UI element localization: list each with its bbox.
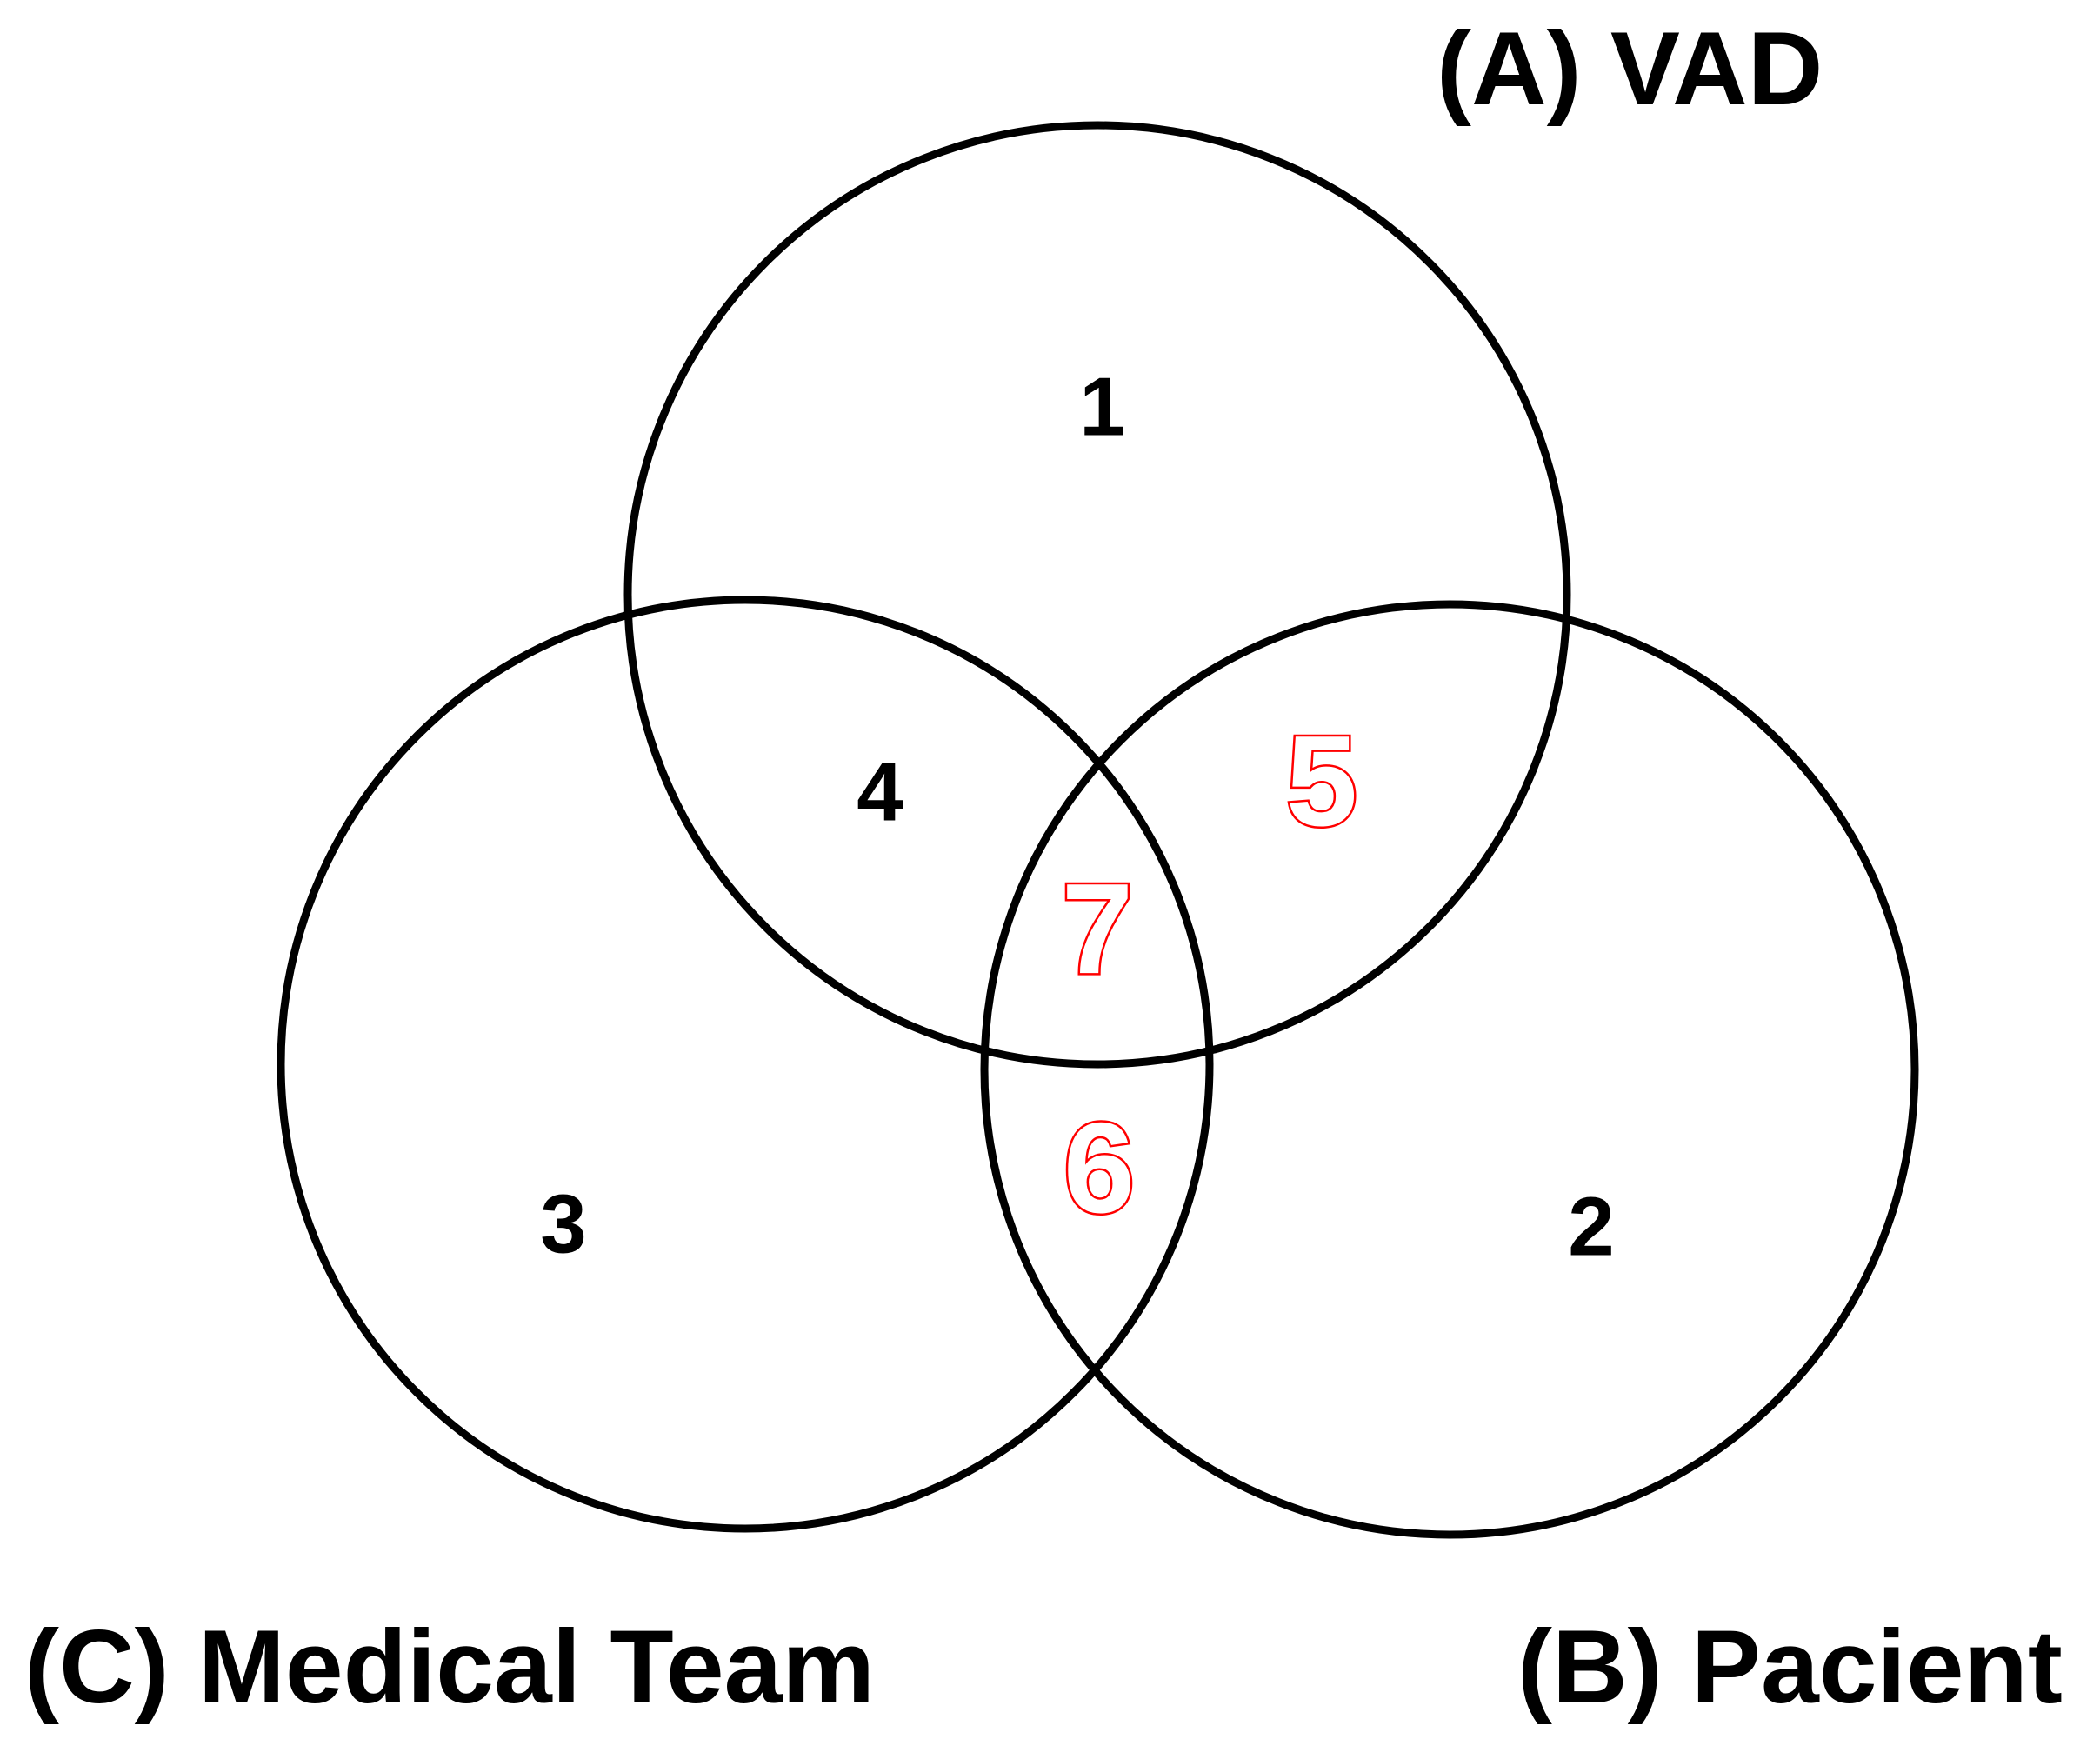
region-2: 2 — [1568, 1180, 1614, 1273]
label-medical-team: (C) Medical Team — [24, 1609, 875, 1725]
circle-vad — [623, 121, 1571, 1069]
region-6: 6 — [1063, 1096, 1135, 1240]
region-3: 3 — [540, 1177, 586, 1270]
region-4: 4 — [857, 745, 903, 838]
label-vad: (A) VAD — [1437, 10, 1823, 127]
region-5: 5 — [1286, 710, 1357, 853]
region-1: 1 — [1079, 360, 1125, 453]
circle-medical-team — [277, 596, 1214, 1533]
circle-pacient — [980, 600, 1919, 1539]
region-7: 7 — [1062, 857, 1133, 1001]
label-pacient: (B) Pacient — [1517, 1609, 2063, 1725]
